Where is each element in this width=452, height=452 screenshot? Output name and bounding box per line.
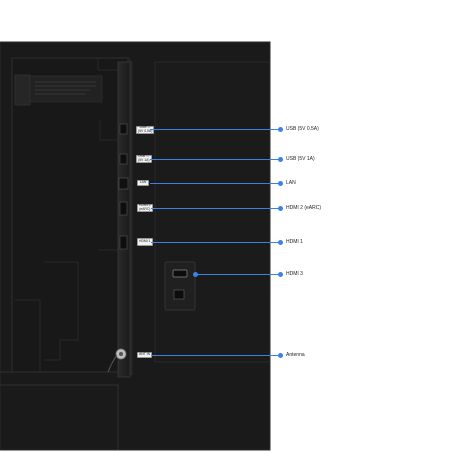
callout-line-hdmi1: [151, 242, 280, 243]
port-tag-usb-1: USB ↔ (5V 0.5A): [136, 125, 155, 134]
rating-label-sticker: [29, 75, 103, 103]
callout-line-usb-2: [150, 159, 280, 160]
callout-dot-hdmi3: [278, 272, 283, 277]
callout-label-antenna: Antenna: [286, 352, 305, 358]
port-tag-lan: LAN: [137, 180, 149, 186]
lan-port: [118, 177, 129, 190]
callout-line-antenna: [151, 355, 280, 356]
usb-port-1: [119, 123, 128, 135]
callout-dot-hdmi1: [278, 240, 283, 245]
callout-label-hdmi3: HDMI 3: [286, 271, 303, 277]
optical-port: [173, 289, 185, 300]
callout-label-hdmi1: HDMI 1: [286, 239, 303, 245]
callout-dot-hdmi3-start: [193, 272, 198, 277]
callout-label-usb-1: USB (5V 0.5A): [286, 126, 319, 132]
callout-label-lan: LAN: [286, 180, 296, 186]
callout-dot-hdmi2: [278, 206, 283, 211]
callout-dot-antenna: [278, 353, 283, 358]
callout-label-hdmi2: HDMI 2 (eARC): [286, 205, 322, 211]
port-tag-antenna: ANT IN: [137, 352, 153, 358]
callout-line-usb-1: [150, 129, 280, 130]
hdmi2-port: [119, 201, 128, 216]
port-strip: [117, 61, 131, 378]
callout-line-hdmi3: [196, 274, 280, 275]
callout-line-hdmi2: [151, 208, 280, 209]
hdmi1-port: [119, 235, 128, 250]
callout-dot-usb-1: [278, 127, 283, 132]
callout-dot-lan: [278, 181, 283, 186]
callout-label-usb-2: USB (5V 1A): [286, 156, 315, 162]
hdmi3-port: [172, 269, 188, 278]
callout-line-lan: [150, 183, 280, 184]
usb-port-2: [119, 153, 128, 165]
callout-dot-usb-2: [278, 157, 283, 162]
